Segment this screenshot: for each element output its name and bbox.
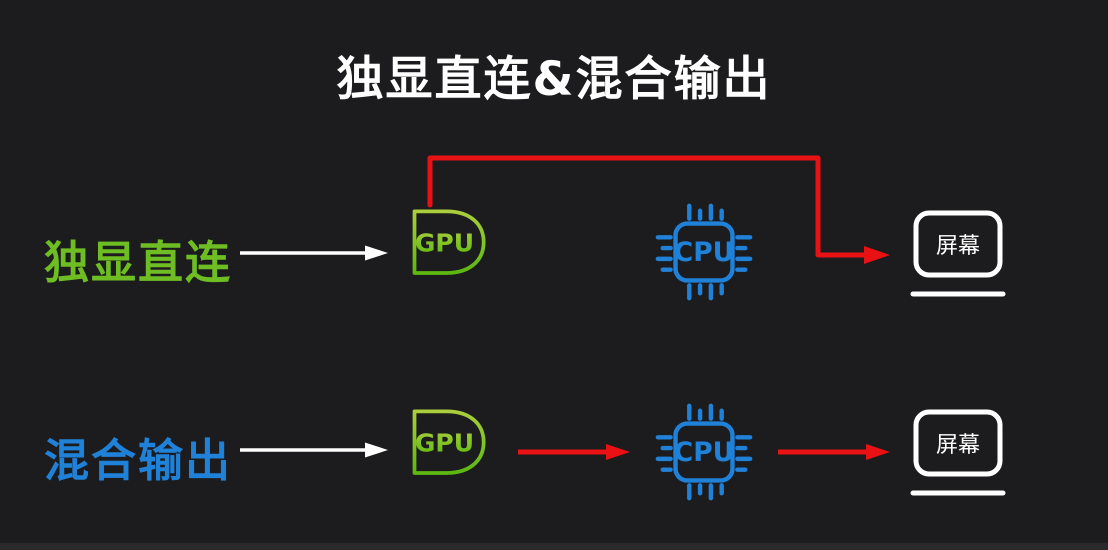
white-arrow-icon xyxy=(240,442,388,458)
white-arrow-icon xyxy=(240,245,388,261)
cpu-label: CPU xyxy=(674,437,734,468)
red-arrow-icon xyxy=(518,444,630,460)
red-arrow-icon xyxy=(778,444,890,460)
bottom-edge-strip xyxy=(0,543,1108,550)
row-label-hybrid: 混合输出 xyxy=(44,434,233,487)
cpu-icon: CPU xyxy=(655,203,753,301)
page-title: 独显直连&混合输出 xyxy=(336,52,772,107)
red-direct-path-arrow xyxy=(427,155,890,264)
cpu-label: CPU xyxy=(674,237,734,268)
gpu-label: GPU xyxy=(415,228,474,257)
gpu-label: GPU xyxy=(415,428,474,457)
screen-icon: 屏幕 xyxy=(910,210,1006,297)
gpu-icon: GPU xyxy=(412,409,488,499)
screen-label: 屏幕 xyxy=(936,433,980,458)
screen-icon: 屏幕 xyxy=(910,409,1006,496)
row-label-direct: 独显直连 xyxy=(44,236,233,289)
gpu-icon: GPU xyxy=(412,209,488,299)
screen-label: 屏幕 xyxy=(936,234,980,259)
cpu-icon: CPU xyxy=(655,403,753,501)
